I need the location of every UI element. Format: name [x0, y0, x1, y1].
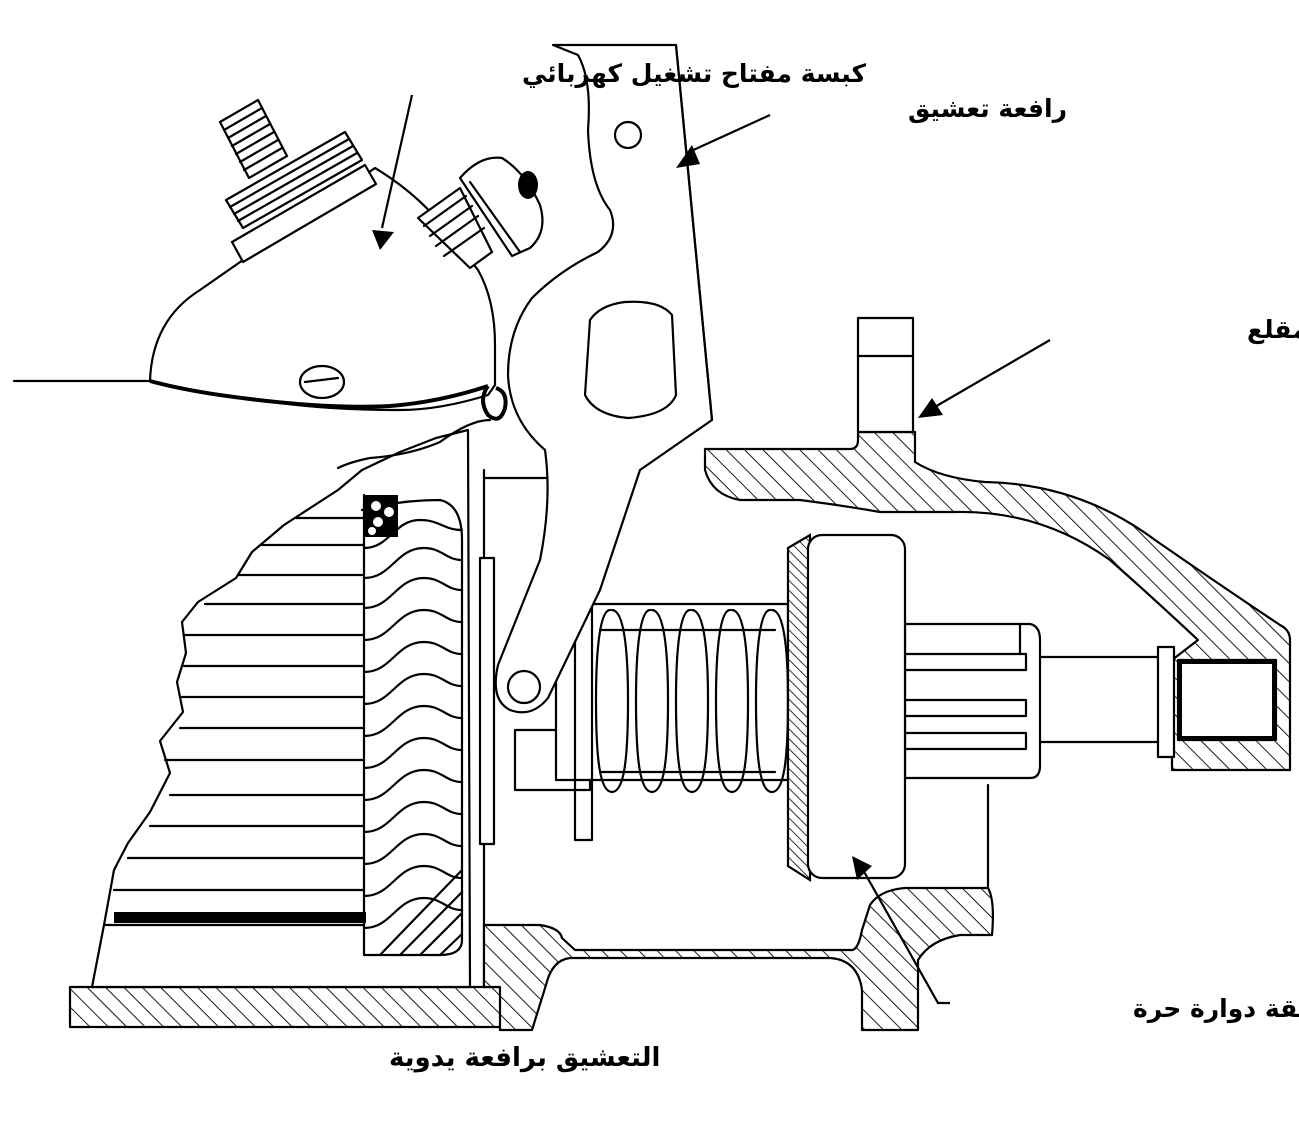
nose-housing-label: غلاف جسم المقلع — [1247, 315, 1299, 345]
housing-mount-tab — [856, 316, 915, 434]
diagram-caption: التعشيق برافعة يدوية — [389, 1043, 660, 1073]
drive-housing — [482, 316, 1292, 1032]
solenoid — [148, 98, 544, 470]
overrunning-clutch-label: حلقة دوارة حرة — [1133, 994, 1299, 1024]
brush-balls — [364, 495, 398, 537]
lever-pin — [506, 669, 542, 705]
switch-plunger-label: كبسة مفتاح تشغيل كهربائي — [522, 59, 867, 89]
end-bushing — [1176, 658, 1278, 742]
labels: كبسة مفتاح تشغيل كهربائي رافعة تعشيق غلا… — [389, 59, 1299, 1073]
meshing-spring — [554, 600, 790, 842]
engagement-lever-label: رافعة تعشيق — [908, 94, 1067, 124]
solenoid-screw — [298, 364, 346, 400]
engagement-lever-part — [494, 43, 714, 714]
motor-armature — [90, 428, 472, 989]
armature-band — [114, 912, 366, 923]
lever-pivot-hole — [613, 120, 643, 150]
thrust-washer — [478, 556, 496, 846]
terminal-threads — [222, 106, 284, 172]
overrunning-clutch-part — [786, 533, 907, 883]
commutator-wires — [362, 518, 464, 957]
leaders — [372, 94, 1051, 1005]
armature-lines — [102, 493, 366, 957]
